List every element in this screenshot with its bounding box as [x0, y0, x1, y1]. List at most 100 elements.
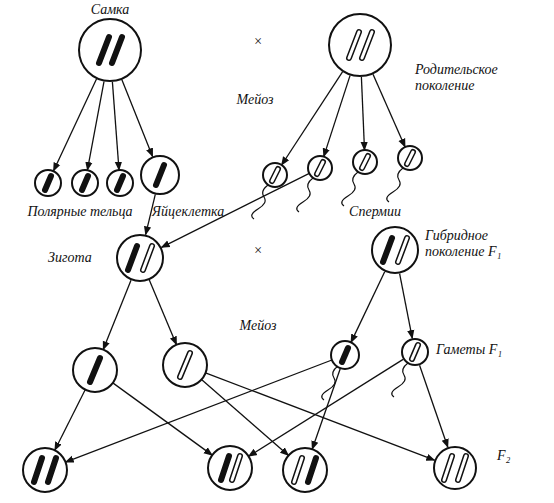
meiosis-arrow [400, 274, 413, 339]
group-label: Полярные тельца [27, 204, 132, 220]
chromosome-light [412, 345, 418, 359]
fertilization-arrow [66, 360, 332, 462]
meiosis-arrow [87, 82, 104, 171]
chromosome-light [317, 162, 323, 174]
chromosome-dark [128, 246, 137, 270]
polar-body [72, 170, 98, 196]
f2-cell: F₂ [433, 446, 477, 490]
chromosome-light [398, 238, 407, 262]
gamete-cell: Гаметы F₁ [401, 338, 429, 366]
sperm-tail [252, 185, 268, 219]
chromosome-light [407, 152, 413, 164]
fertilization-arrow [113, 383, 212, 455]
node-label: Зигота [48, 250, 92, 266]
egg-cell [73, 348, 117, 392]
cell-outline [371, 226, 419, 274]
chromosome-light [294, 458, 302, 482]
cell-outline [116, 234, 164, 282]
node-label: Родительское поколение [415, 62, 525, 94]
chromosome-dark [308, 458, 316, 482]
egg-cell: Яйцеклетка [140, 155, 180, 195]
cross-sign: × [253, 34, 262, 50]
cell-outline [79, 19, 141, 81]
chromosome-light [444, 456, 452, 480]
chromosome-dark [48, 458, 56, 482]
sperm-head [398, 146, 422, 170]
chromosome-light [180, 353, 190, 377]
cell-outline [372, 227, 418, 273]
fertilization-arrow [55, 390, 85, 451]
sperm-tail [297, 178, 313, 212]
node-label: Гибридное поколение F₁ [425, 228, 535, 260]
chromosome-dark [221, 456, 229, 480]
chromosome-light [232, 456, 240, 480]
chromosome-light [407, 152, 413, 164]
cell-outline [329, 14, 391, 76]
f2-cell [208, 446, 252, 490]
process-label: Мейоз [240, 318, 277, 334]
meiosis-arrow [112, 82, 119, 170]
meiosis-arrow [324, 75, 350, 156]
process-label: Мейоз [237, 92, 274, 108]
chromosome-dark [156, 165, 164, 185]
meiosis-arrow [361, 77, 364, 150]
f2-cell [23, 448, 67, 492]
chromosome-dark [99, 37, 109, 63]
fertilization-arrow [249, 359, 404, 456]
node-label: F₂ [497, 448, 510, 464]
chromosome-light [458, 456, 466, 480]
chromosome-light [272, 169, 278, 181]
meiosis-arrow [420, 365, 448, 447]
chromosome-dark [342, 348, 348, 362]
zygote-cell: Зигота [116, 234, 164, 282]
chromosome-light [232, 456, 240, 480]
chromosome-dark [45, 176, 51, 190]
chromosome-light [143, 246, 152, 270]
chromosome-dark [34, 458, 42, 482]
node-label: Гаметы F₁ [436, 342, 502, 358]
chromosome-light [272, 169, 278, 181]
chromosome-light [444, 456, 452, 480]
chromosome-light [349, 32, 359, 58]
meiosis-arrow [103, 280, 131, 349]
cell-outline [78, 18, 142, 82]
chromosome-light [180, 353, 190, 377]
sperm-head [308, 156, 332, 180]
node-label: Самка [91, 2, 130, 18]
chromosome-light [362, 32, 372, 58]
sperm-head [353, 150, 377, 174]
chromosome-light [294, 458, 302, 482]
fertilization-arrow [206, 373, 435, 460]
cell-outline [328, 13, 392, 77]
chromosome-light [143, 246, 152, 270]
chromosome-dark [90, 358, 100, 382]
chromosome-dark [117, 176, 123, 190]
cell-outline [141, 156, 179, 194]
fertilization-arrow [312, 368, 340, 449]
chromosome-dark [82, 176, 88, 190]
chromosome-light [349, 32, 359, 58]
chromosome-light [398, 238, 407, 262]
cell-outline [433, 446, 477, 490]
male-cell: Родительское поколение [328, 13, 392, 77]
chromosome-dark [383, 238, 392, 262]
cell-outline [401, 338, 429, 366]
chromosome-dark [112, 37, 122, 63]
cell-outline [117, 235, 163, 281]
meiosis-arrow [146, 194, 156, 234]
sperm-head [263, 163, 287, 187]
node-label: Яйцеклетка [152, 204, 224, 220]
chromosome-light [362, 32, 372, 58]
cell-outline [402, 339, 428, 365]
group-label: Спермии [349, 204, 401, 220]
meiosis-arrow [122, 80, 153, 157]
female-cell: Самка [78, 18, 142, 82]
meiosis-arrow [351, 272, 385, 343]
cell-outline [434, 447, 476, 489]
sperm-head [331, 341, 359, 369]
sperm-tail [342, 172, 358, 206]
f2-cell [283, 448, 327, 492]
cross-sign: × [253, 243, 262, 259]
meiosis-arrow [282, 72, 343, 165]
chromosome-light [362, 156, 368, 168]
